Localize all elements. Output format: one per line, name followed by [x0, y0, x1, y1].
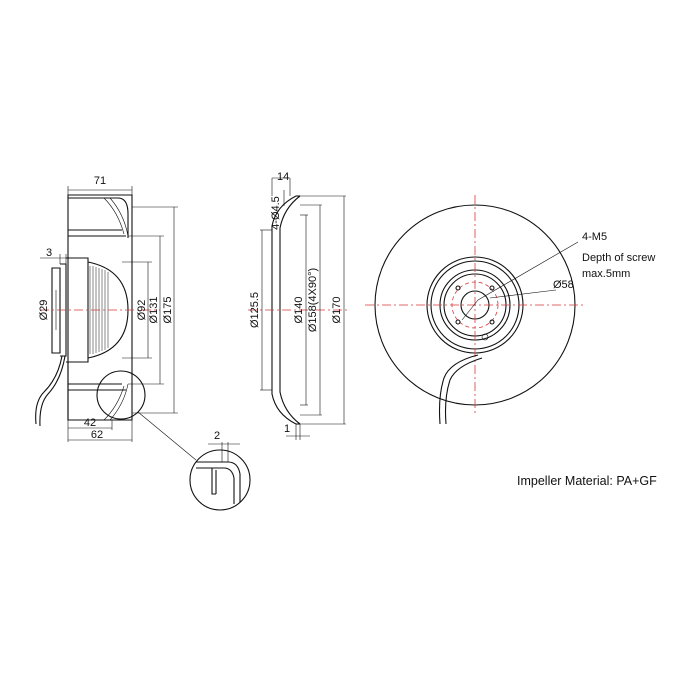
dim-holes-4x4-5: 4-Ø4.5 [270, 196, 282, 230]
impeller-material-note: Impeller Material: PA+GF [517, 474, 657, 488]
dim-3: 3 [46, 247, 52, 259]
dim-dia-29: Ø29 [38, 300, 50, 321]
front-view: 4-M5 Depth of screw max.5mm Ø58 [365, 195, 655, 425]
dim-dia-170: Ø170 [331, 297, 343, 324]
screw-depth-line2: max.5mm [582, 268, 630, 280]
dim-dia-158: Ø158(4X90°) [307, 268, 319, 332]
dim-dia-140: Ø140 [293, 297, 305, 324]
hub-dia-label: Ø58 [553, 279, 574, 291]
screw-callout-label: 4-M5 [582, 231, 607, 243]
detail-marker-circle [96, 370, 146, 420]
dim-dia-131: Ø131 [148, 297, 160, 324]
screw-hole-4 [489, 319, 495, 325]
dim-1: 1 [284, 423, 290, 435]
side-view: 71 3 Ø29 Ø92 Ø131 Ø175 42 62 [35, 175, 197, 461]
detail-view: 2 [189, 430, 251, 511]
dim-dia-125-5: Ø125.5 [249, 292, 261, 328]
dim-2: 2 [214, 430, 220, 442]
profile-view: 14 4-Ø4.5 Ø125.5 Ø140 Ø158(4X90°) Ø170 1 [248, 171, 350, 440]
screw-hole-1 [455, 285, 461, 291]
screw-hole-2 [489, 285, 495, 291]
dim-dia-92: Ø92 [136, 300, 148, 321]
dim-dia-175: Ø175 [162, 297, 174, 324]
dim-42: 42 [84, 417, 96, 429]
screw-depth-line1: Depth of screw [582, 252, 655, 264]
dim-14: 14 [277, 171, 289, 183]
dim-62: 62 [91, 429, 103, 441]
dim-71: 71 [94, 175, 106, 187]
screw-hole-3 [455, 319, 461, 325]
